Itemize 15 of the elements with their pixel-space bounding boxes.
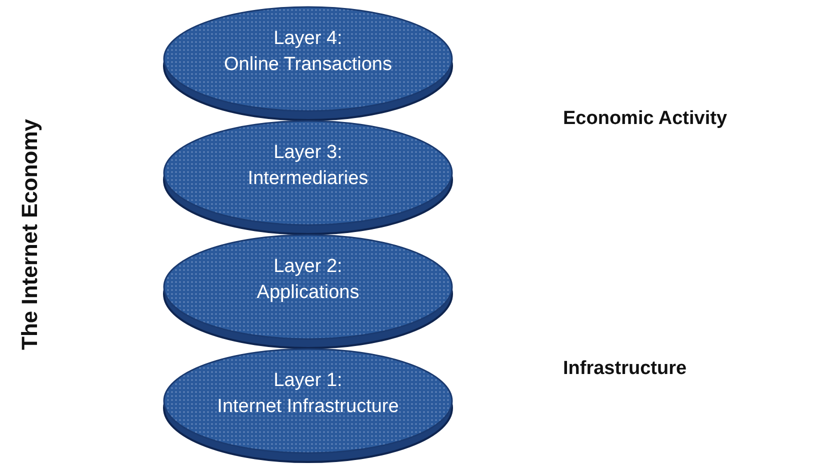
- tier-label: Economic Activity: [563, 108, 728, 130]
- layer-disc: [162, 4, 454, 122]
- layer-label: Layer 1:: [272, 369, 344, 393]
- tier-label: Infrastructure: [563, 358, 687, 380]
- layer-disc: [162, 118, 454, 236]
- axis-title: The Internet Economy: [17, 120, 43, 350]
- layer-label: Internet Infrastructure: [216, 395, 400, 419]
- layer-label: Layer 3:: [272, 141, 344, 165]
- layer-label: Applications: [256, 281, 360, 305]
- layer-label: Layer 2:: [272, 255, 344, 279]
- layer-disc: [162, 232, 454, 350]
- layer-disc: [162, 346, 454, 464]
- layer-label: Online Transactions: [223, 53, 393, 77]
- layer-label: Layer 4:: [272, 27, 344, 51]
- layer-label: Intermediaries: [246, 167, 370, 191]
